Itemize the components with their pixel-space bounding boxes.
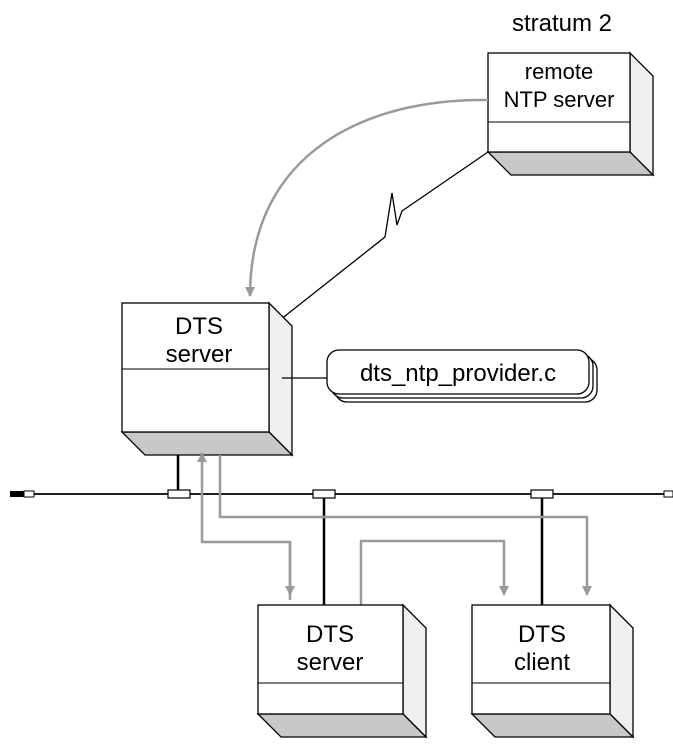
lan-client-title: DTS [518,621,566,648]
remote-ntp-server: stratum 2 remote NTP server [486,10,655,177]
stratum-label: stratum 2 [512,10,612,37]
ntp-time-flow-arrow [245,98,489,297]
lan-server-title: DTS [306,621,354,648]
remote-server-title: remote [525,59,593,84]
server-sync-arrow [218,455,592,596]
server-to-client-arrow [359,539,509,605]
wan-link [279,151,489,321]
provider-label: dts_ntp_provider.c [360,360,556,387]
bus-tap [167,489,191,499]
lan-client-subtitle: client [514,649,570,676]
bus-tap [312,489,336,499]
main-dts-server: DTS server [120,301,294,457]
client-sync-arrow-up [197,452,292,600]
main-server-title: DTS [175,313,223,340]
lan-bus [10,489,673,499]
lan-server-subtitle: server [297,649,364,676]
lan-dts-server: DTS server [256,603,428,739]
bus-terminator-right [663,490,673,498]
ntp-provider-module: dts_ntp_provider.c [326,349,598,403]
bus-terminator-left [10,491,24,497]
bus-tap [530,489,554,499]
remote-server-subtitle: NTP server [504,87,615,112]
lan-dts-client: DTS client [470,603,635,739]
main-server-subtitle: server [166,341,233,368]
